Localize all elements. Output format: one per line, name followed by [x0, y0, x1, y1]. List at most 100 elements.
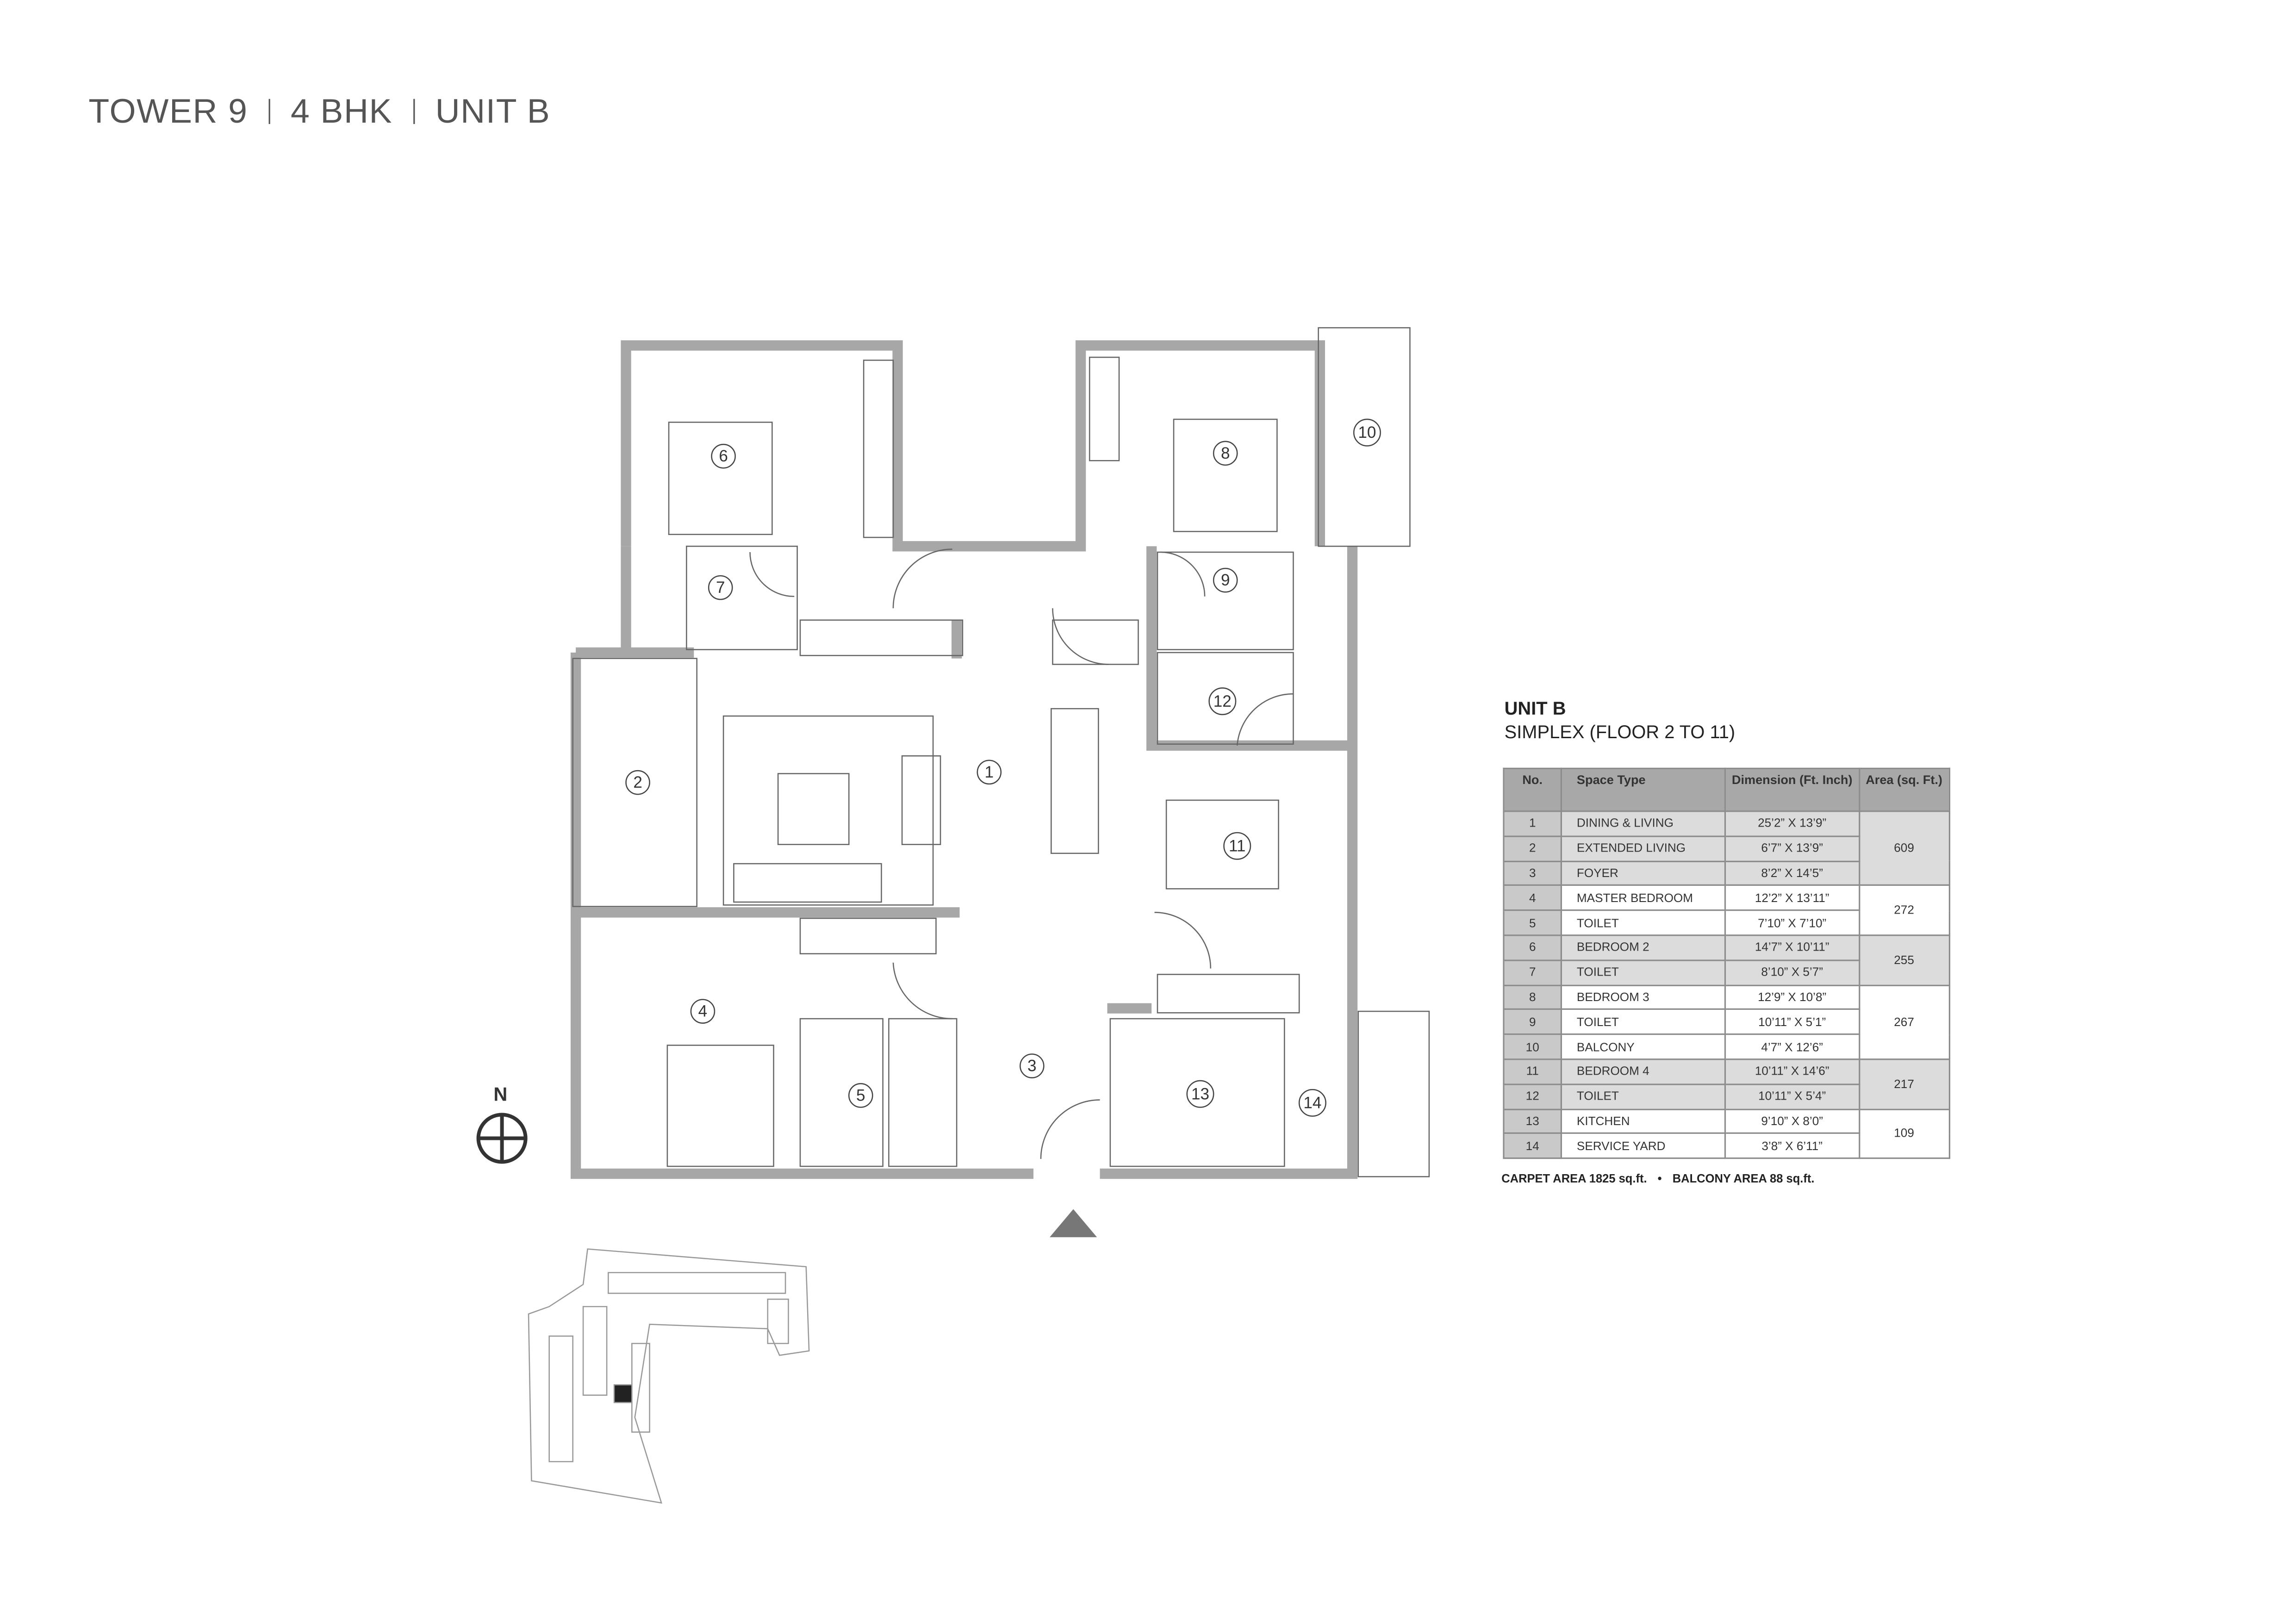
living-rug	[722, 715, 934, 906]
row-space-type: DINING & LIVING	[1560, 810, 1726, 837]
unit-label: UNIT B	[435, 91, 551, 130]
room-2-marker: 2	[625, 770, 650, 795]
room-labels: 1 2 3 4 5 6 7 8 9 10 11 12 13 14	[625, 418, 1381, 1117]
row-space-type: BEDROOM 4	[1560, 1058, 1726, 1085]
row-space-type: TOILET	[1560, 909, 1726, 936]
row-area: 255	[1858, 934, 1950, 986]
site-key-plan	[528, 1248, 810, 1504]
row-dimension: 12’9” X 10’8”	[1724, 984, 1860, 1011]
svg-text:5: 5	[856, 1086, 865, 1104]
svg-text:8: 8	[1221, 444, 1230, 462]
carpet-area: CARPET AREA 1825 sq.ft.	[1501, 1172, 1647, 1186]
compass-icon: N	[476, 1083, 528, 1164]
row-no: 10	[1503, 1033, 1562, 1060]
svg-text:14: 14	[1303, 1094, 1321, 1112]
row-no: 3	[1503, 860, 1562, 887]
balcony-10	[1318, 327, 1411, 547]
toilet-12	[1157, 652, 1294, 745]
balcony-area: BALCONY AREA 88 sq.ft.	[1672, 1172, 1815, 1186]
svg-text:4: 4	[698, 1002, 708, 1020]
area-summary: CARPET AREA 1825 sq.ft. • BALCONY AREA 8…	[1501, 1172, 1814, 1186]
bed-4	[666, 1045, 774, 1167]
config-label: 4 BHK	[291, 91, 393, 130]
row-no: 9	[1503, 1008, 1562, 1035]
north-label: N	[493, 1083, 507, 1105]
row-no: 4	[1503, 885, 1562, 911]
space-table: No. Space Type Dimension (Ft. Inch) Area…	[1503, 767, 1950, 1159]
bullet: •	[1657, 1172, 1662, 1186]
row-dimension: 9’10” X 8’0”	[1724, 1108, 1860, 1135]
svg-text:12: 12	[1213, 692, 1232, 710]
divider	[268, 99, 270, 124]
row-space-type: TOILET	[1560, 1083, 1726, 1110]
interior-lines	[572, 327, 1430, 1177]
col-dimension: Dimension (Ft. Inch)	[1724, 767, 1860, 812]
col-no: No.	[1503, 767, 1562, 812]
col-area: Area (sq. Ft.)	[1858, 767, 1950, 812]
room-3-marker: 3	[1020, 1053, 1045, 1078]
room-1-marker: 1	[977, 759, 1002, 785]
svg-text:13: 13	[1191, 1085, 1209, 1103]
row-dimension: 3’8” X 6’11”	[1724, 1132, 1860, 1159]
row-dimension: 10’11” X 5’4”	[1724, 1083, 1860, 1110]
wardrobe	[799, 619, 964, 656]
wardrobe	[1089, 356, 1120, 461]
room-7-marker: 7	[708, 575, 733, 600]
vanity	[1052, 619, 1139, 665]
room-14-marker: 14	[1298, 1089, 1326, 1117]
row-no: 12	[1503, 1083, 1562, 1110]
row-no: 5	[1503, 909, 1562, 936]
row-no: 13	[1503, 1108, 1562, 1135]
row-dimension: 25’2” X 13’9”	[1724, 810, 1860, 837]
extended-living	[572, 658, 697, 907]
room-11-marker: 11	[1223, 832, 1251, 860]
row-space-type: TOILET	[1560, 1008, 1726, 1035]
wardrobe	[1157, 974, 1300, 1014]
row-area: 609	[1858, 810, 1950, 887]
service-yard	[1357, 1010, 1430, 1177]
col-space-type: Space Type	[1560, 767, 1726, 812]
row-space-type: MASTER BEDROOM	[1560, 885, 1726, 911]
row-dimension: 14’7” X 10’11”	[1724, 934, 1860, 961]
tower-label: TOWER 9	[88, 91, 248, 130]
unit-heading: UNIT B	[1504, 698, 1566, 719]
room-4-marker: 4	[690, 999, 716, 1024]
svg-text:2: 2	[633, 773, 642, 791]
row-dimension: 8’2” X 14’5”	[1724, 860, 1860, 887]
row-area: 109	[1858, 1108, 1950, 1159]
row-dimension: 4’7” X 12’6”	[1724, 1033, 1860, 1060]
row-space-type: KITCHEN	[1560, 1108, 1726, 1135]
row-no: 14	[1503, 1132, 1562, 1159]
kitchen-counter	[1109, 1018, 1285, 1167]
row-dimension: 6’7” X 13’9”	[1724, 835, 1860, 862]
toilet-9	[1157, 551, 1294, 650]
row-dimension: 10’11” X 14’6”	[1724, 1058, 1860, 1085]
dining-table	[1051, 708, 1099, 854]
row-space-type: BEDROOM 2	[1560, 934, 1726, 961]
walls	[570, 340, 1358, 1179]
row-no: 7	[1503, 959, 1562, 986]
page-title: TOWER 9 4 BHK UNIT B	[88, 92, 550, 131]
row-no: 1	[1503, 810, 1562, 837]
bed-8	[1173, 418, 1278, 532]
row-dimension: 10’11” X 5’1”	[1724, 1008, 1860, 1035]
room-10-marker: 10	[1353, 418, 1381, 447]
row-no: 6	[1503, 934, 1562, 961]
wardrobe	[799, 917, 937, 955]
row-space-type: BALCONY	[1560, 1033, 1726, 1060]
coffee-table	[777, 773, 850, 845]
armchair	[901, 755, 941, 845]
room-5-marker: 5	[848, 1083, 873, 1108]
